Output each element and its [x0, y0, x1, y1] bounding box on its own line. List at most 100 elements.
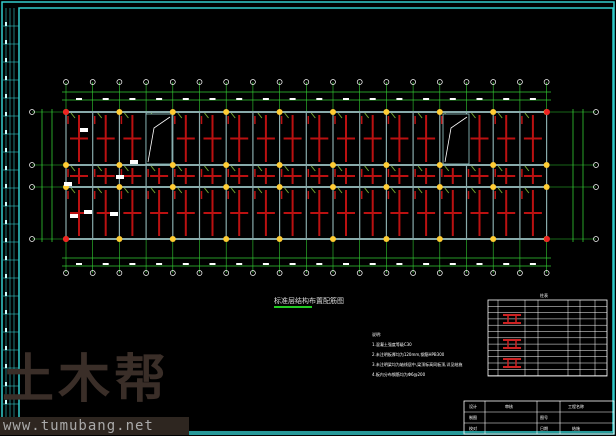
rebar-hook	[364, 187, 370, 194]
column-marker	[116, 184, 123, 190]
rebar-hook	[204, 112, 209, 119]
rebar-hook	[417, 112, 423, 119]
dimension-text	[289, 263, 296, 265]
dimension-text	[316, 263, 323, 265]
rebar-hook	[177, 112, 183, 119]
dimension-text	[156, 263, 163, 265]
column-section	[503, 314, 521, 316]
rebar-hook	[257, 112, 263, 119]
column-marker	[436, 109, 443, 115]
binding-strip-mark	[5, 346, 7, 350]
binding-strip-mark	[5, 40, 7, 44]
axis-bubble	[490, 79, 497, 85]
rebar-hook	[471, 187, 476, 194]
axis-bubble	[63, 79, 69, 85]
rebar-hook	[524, 112, 530, 119]
rebar-hook	[97, 112, 103, 119]
axis-bubble	[463, 270, 470, 276]
dimension-text	[76, 98, 82, 100]
axis-bubble	[383, 79, 390, 85]
dimension-text	[449, 98, 456, 100]
column-marker	[330, 109, 336, 115]
rebar-hook	[364, 112, 370, 119]
column-marker	[223, 184, 230, 190]
column-marker	[383, 236, 390, 242]
dimension-text	[209, 263, 216, 265]
dimension-text	[182, 98, 189, 100]
title-block-cell: 设计	[469, 404, 477, 409]
rebar-hook	[257, 165, 263, 172]
rebar-hook	[337, 187, 343, 194]
rebar-hook	[524, 165, 530, 172]
binding-strip-mark	[5, 310, 7, 314]
axis-bubble	[143, 79, 149, 85]
axis-bubble	[29, 184, 35, 190]
binding-strip-mark	[5, 130, 7, 134]
dimension-text	[529, 98, 536, 100]
column-marker	[383, 162, 390, 168]
axis-bubble	[303, 79, 310, 85]
axis-bubble	[356, 270, 363, 276]
notes-heading: 说明:	[372, 332, 382, 337]
column-marker	[330, 236, 336, 242]
column-section	[503, 322, 521, 324]
binding-strip-mark	[5, 112, 7, 116]
column-marker	[116, 109, 123, 115]
dimension-text	[129, 98, 136, 100]
column-marker	[276, 109, 283, 115]
rebar-hook	[471, 112, 476, 119]
column-marker	[543, 162, 550, 168]
axis-bubble	[463, 79, 470, 85]
column-section	[503, 366, 521, 368]
note-line: 4.板内分布钢筋均为Φ6@200	[372, 372, 426, 377]
rebar-hook	[230, 112, 236, 119]
corner-column-marker	[63, 236, 69, 242]
rebar-hook	[337, 112, 343, 119]
axis-bubble	[196, 79, 203, 85]
binding-strip-mark	[5, 148, 7, 152]
column-marker	[169, 184, 176, 190]
rebar-hook	[284, 187, 289, 194]
binding-strip-mark	[5, 292, 7, 296]
column-marker	[490, 162, 497, 168]
rebar-hook	[391, 187, 396, 194]
binding-strip-mark	[5, 184, 7, 188]
column-section	[503, 339, 521, 341]
axis-bubble	[276, 270, 283, 276]
axis-bubble	[330, 270, 336, 276]
axis-bubble	[250, 79, 256, 85]
column-marker	[490, 236, 497, 242]
axis-bubble	[29, 109, 35, 115]
rebar-hook	[177, 165, 183, 172]
rebar-hook	[284, 112, 289, 119]
axis-bubble	[490, 270, 497, 276]
rebar-hook	[124, 112, 129, 119]
rebar-hook	[337, 165, 343, 172]
axis-bubble	[29, 236, 35, 242]
title-block-cell: 校对	[469, 426, 477, 431]
dimension-text	[449, 263, 456, 265]
column-marker	[490, 109, 497, 115]
dimension-text	[102, 263, 109, 265]
binding-strip-mark	[5, 274, 7, 278]
dimension-text	[209, 98, 216, 100]
dimension-text	[369, 263, 376, 265]
rebar-hook	[391, 112, 396, 119]
note-line: 3.未注明梁均为轴线居中,梁顶标高同板顶,详见结施	[372, 362, 463, 367]
dimension-text	[236, 98, 243, 100]
column-marker	[276, 162, 283, 168]
column-marker	[276, 236, 283, 242]
binding-strip-mark	[5, 76, 7, 80]
dimension-text	[182, 263, 189, 265]
rebar-hook	[310, 165, 316, 172]
watermark-url: www.tumubang.net	[0, 417, 189, 435]
title-underline	[274, 306, 312, 308]
dimension-text	[503, 263, 510, 265]
rebar-hook	[524, 187, 530, 194]
axis-bubble	[196, 270, 203, 276]
axis-bubble	[63, 270, 69, 276]
column-marker	[383, 109, 390, 115]
rebar-hook	[497, 165, 503, 172]
